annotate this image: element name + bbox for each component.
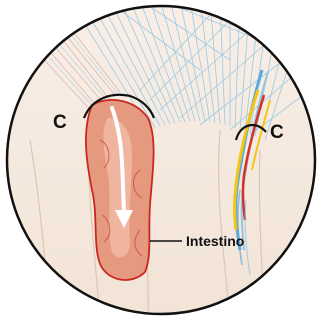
label-c-left: C xyxy=(53,112,67,133)
label-c-right: C xyxy=(270,122,284,143)
label-intestine: Intestino xyxy=(186,233,244,249)
